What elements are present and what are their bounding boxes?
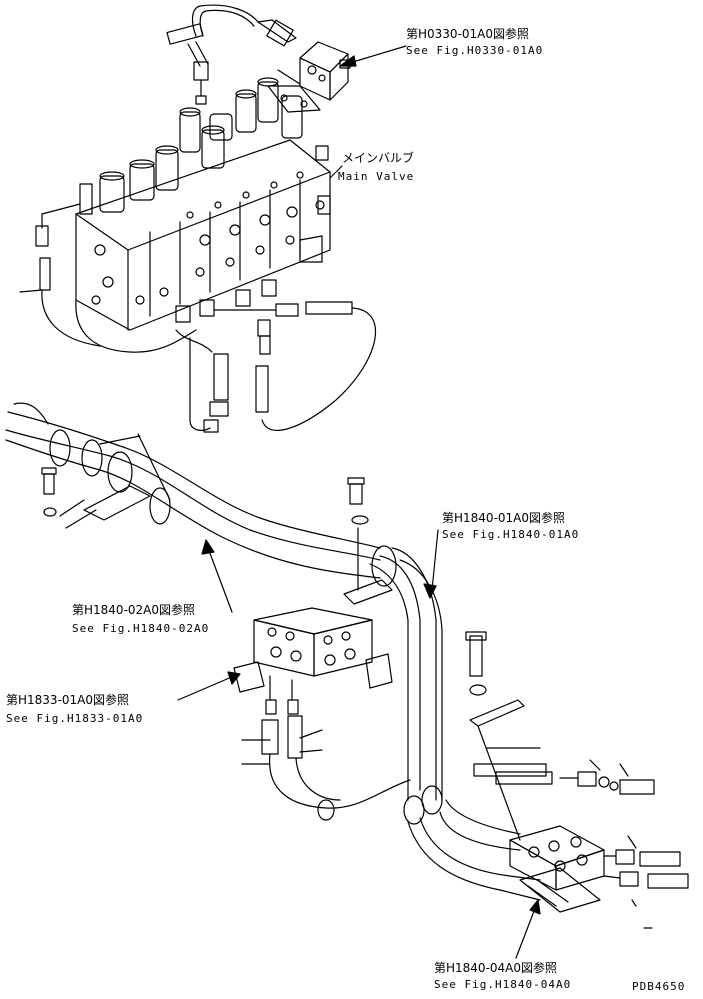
callout-h1833-jp: 第H1833-01A0図参照 xyxy=(6,693,130,707)
callout-h1840-02-en: See Fig.H1840-02A0 xyxy=(72,622,210,635)
solenoid-valve-block xyxy=(267,41,351,113)
top-hose xyxy=(166,4,297,105)
callout-h1840-04-en: See Fig.H1840-04A0 xyxy=(434,978,572,991)
callout-h1833-en: See Fig.H1833-01A0 xyxy=(6,712,144,725)
vertical-hoses xyxy=(343,477,541,901)
callout-h1840-01-jp: 第H1840-01A0図参照 xyxy=(442,511,566,525)
callout-h1840-04-jp: 第H1840-04A0図参照 xyxy=(434,961,558,975)
callout-h0330-jp: 第H0330-01A0図参照 xyxy=(406,27,530,41)
boom-hoses xyxy=(5,402,381,579)
drawing-code: PDB4650 xyxy=(632,980,686,993)
leader-arrows xyxy=(177,45,541,959)
callout-h1840-01-en: See Fig.H1840-01A0 xyxy=(442,528,580,541)
callout-main-valve-jp: メインバルブ xyxy=(342,151,415,165)
callout-main-valve-en: Main Valve xyxy=(338,170,415,183)
callout-h1840-02-jp: 第H1840-02A0図参照 xyxy=(72,603,196,617)
main-valve-assembly xyxy=(19,77,376,433)
right-fittings xyxy=(465,631,689,929)
pilot-valve-block xyxy=(233,607,411,821)
callout-h0330-en: See Fig.H0330-01A0 xyxy=(406,44,544,57)
